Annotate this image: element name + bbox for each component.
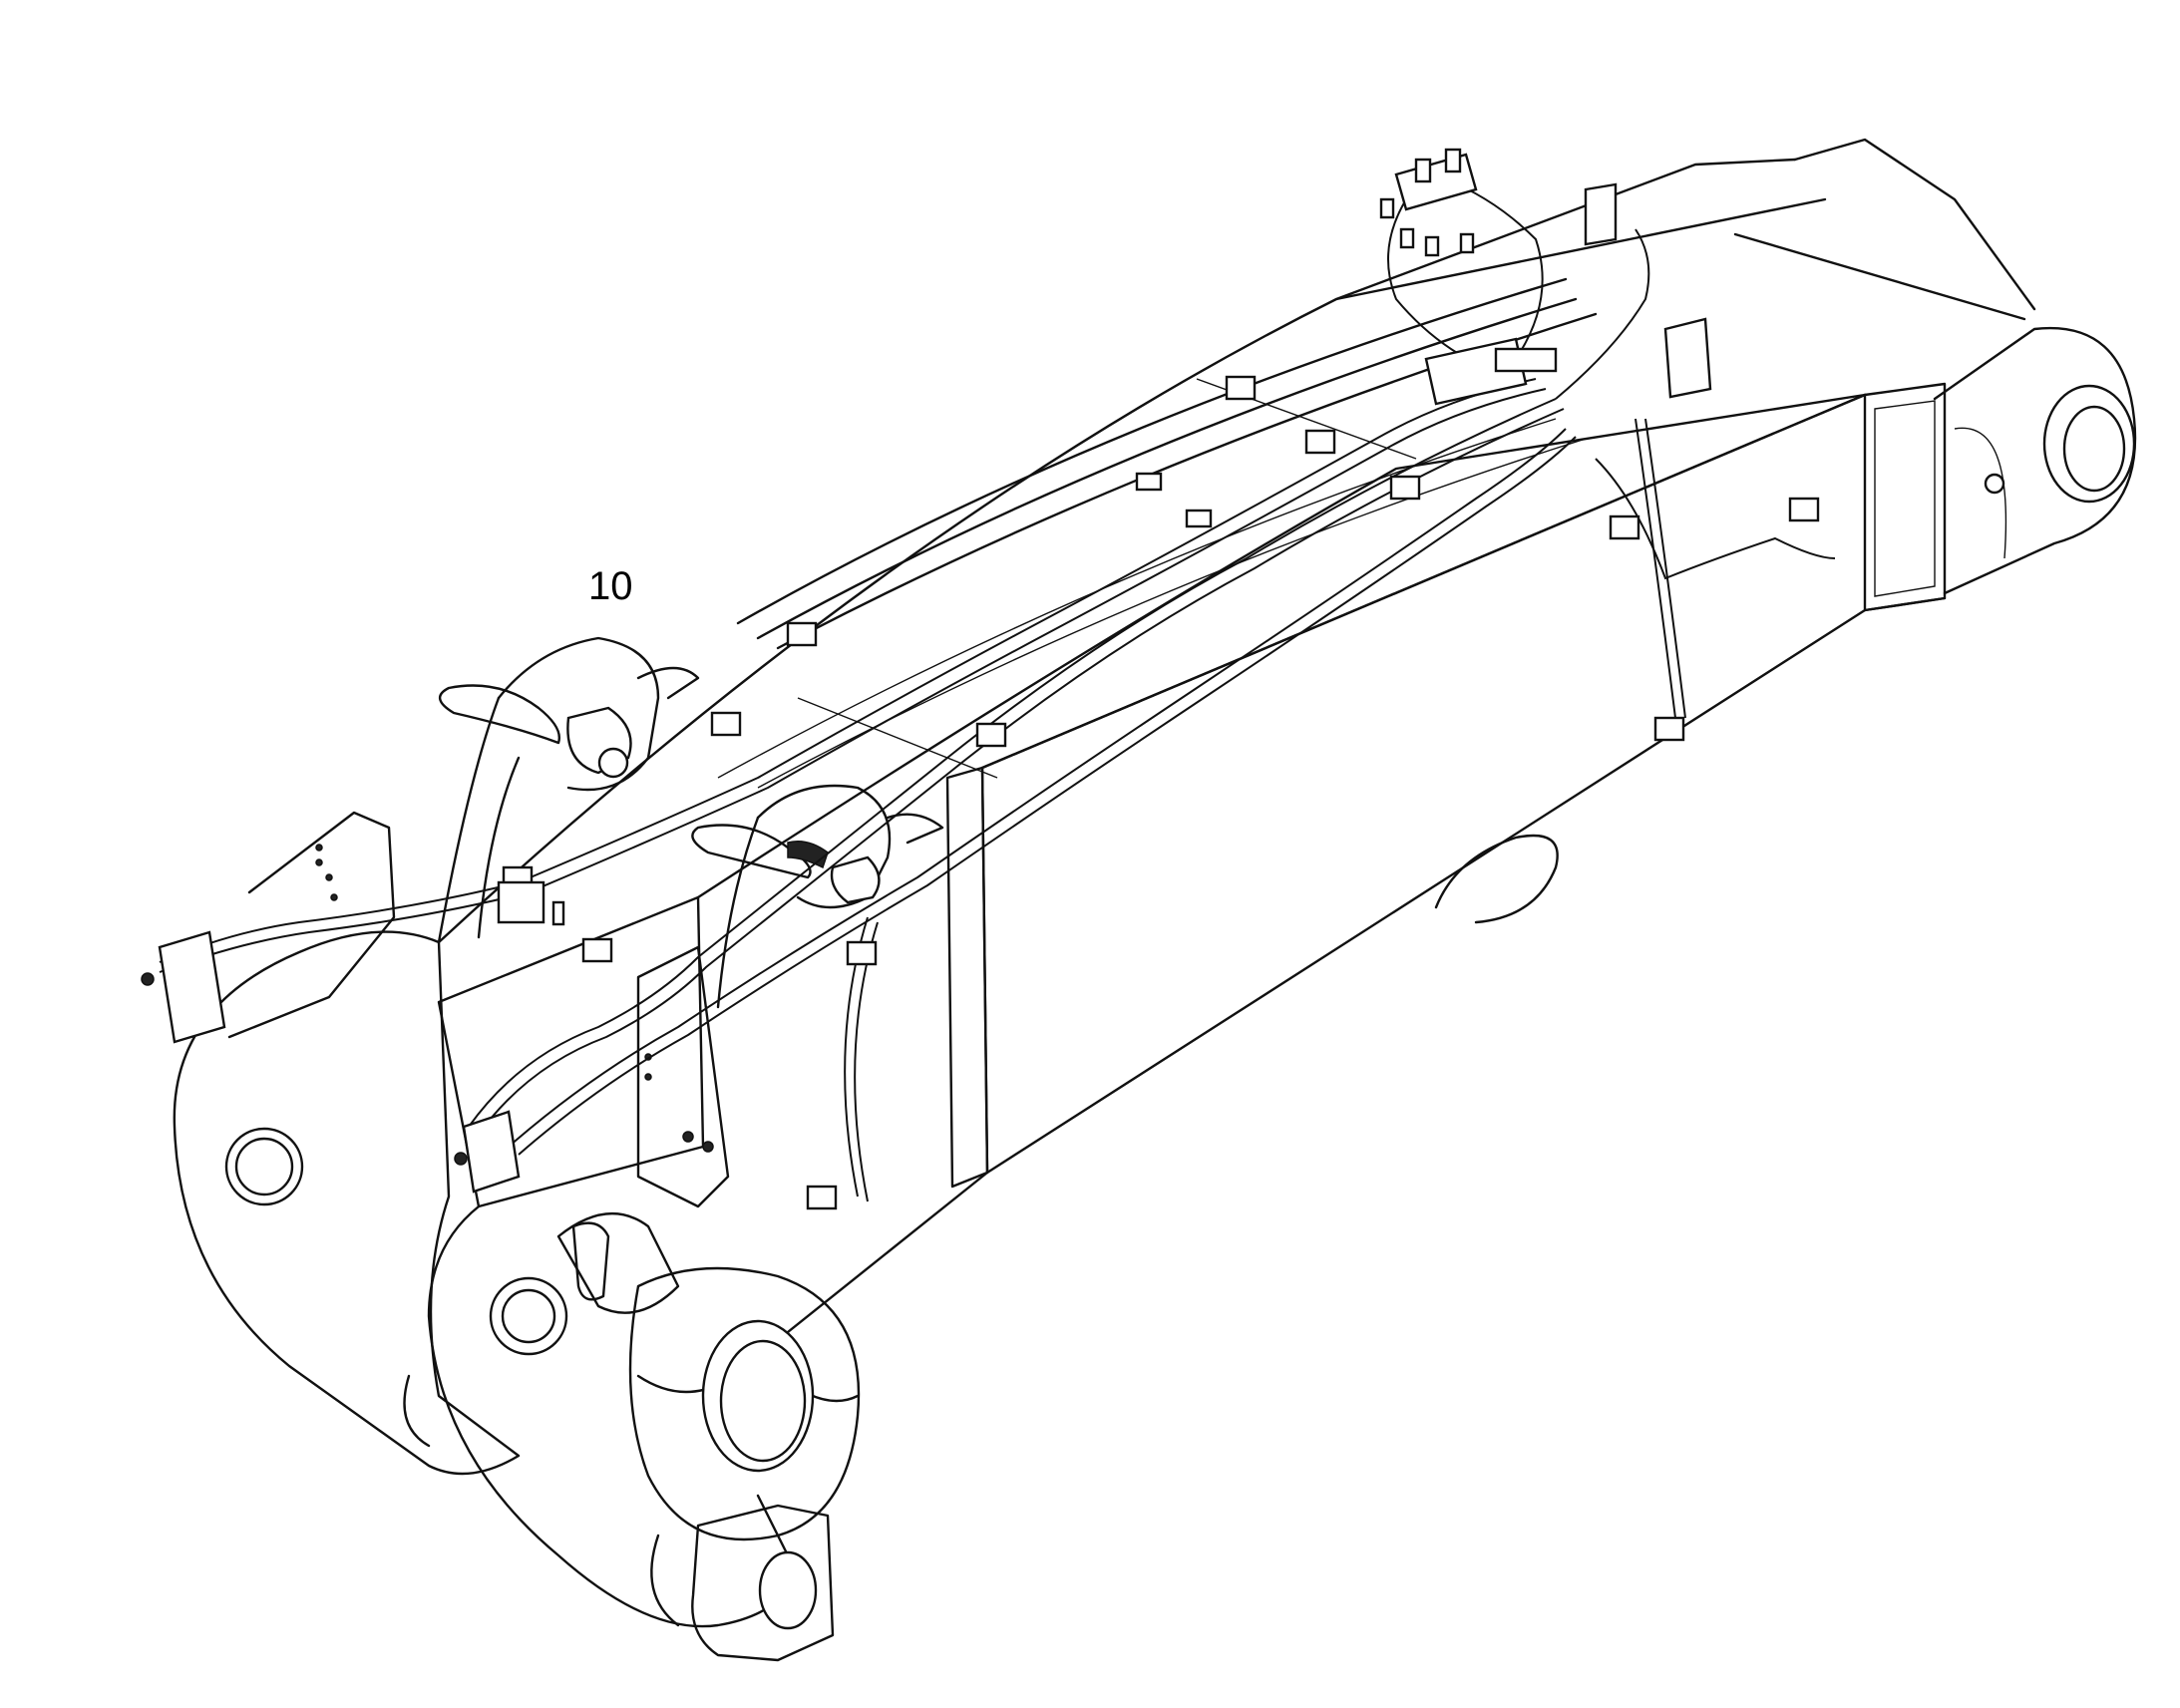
root-end-fittings xyxy=(141,880,565,1194)
hose-clamps xyxy=(502,375,1820,1210)
boom-head-pivot xyxy=(1933,326,2137,595)
left-cylinder-lug xyxy=(437,636,700,944)
boom-root-right-plate xyxy=(427,895,861,1662)
boom-lower-boss xyxy=(1434,834,1559,924)
boom-body xyxy=(636,382,1947,1403)
top-valve-block xyxy=(1135,148,1712,528)
boom-top-surface xyxy=(437,138,2036,944)
root-bracket-plates xyxy=(227,811,730,1208)
root-pin-bracket xyxy=(571,1221,610,1301)
callout-label-10: 10 xyxy=(588,564,633,608)
hydraulic-hose-routing xyxy=(159,175,1836,1202)
boom-root-left-plate xyxy=(173,930,521,1476)
right-cylinder-lug xyxy=(691,784,944,1009)
